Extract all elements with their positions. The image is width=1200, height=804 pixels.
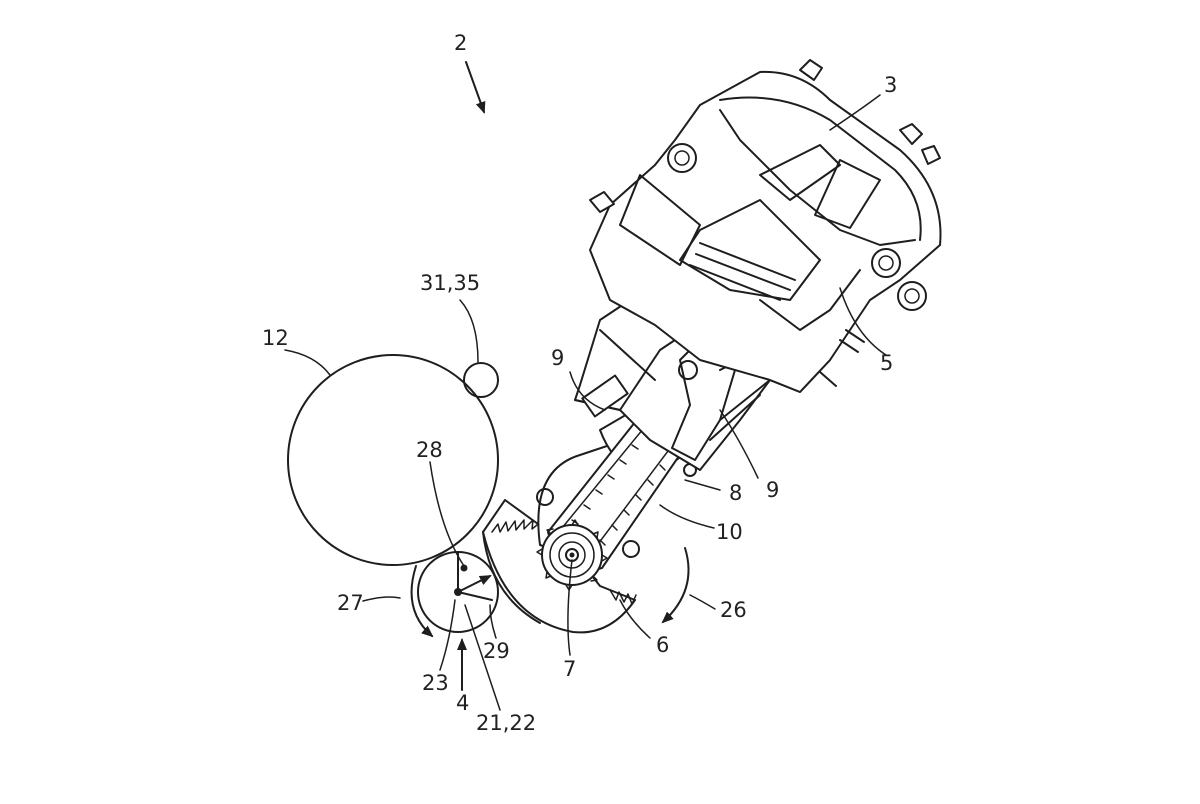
label-8: 8 <box>729 481 742 505</box>
label-27: 27 <box>337 591 364 615</box>
label-7: 7 <box>563 657 576 681</box>
rotation-arrow-26 <box>661 547 690 624</box>
label-29: 29 <box>483 639 510 663</box>
rotation-arrow-27 <box>410 565 434 638</box>
label-9-left: 9 <box>551 346 564 370</box>
reference-labels: 2 3 5 12 31,35 9 9 28 8 10 27 26 29 6 23… <box>262 31 897 735</box>
figure-pointer-arrow <box>465 61 486 114</box>
label-4: 4 <box>456 691 469 715</box>
label-3: 3 <box>884 73 897 97</box>
pinion-gear-7 <box>536 519 608 591</box>
label-2: 2 <box>454 31 467 55</box>
large-circle-12 <box>287 354 499 566</box>
pulley-4 <box>417 551 499 633</box>
label-6: 6 <box>656 633 669 657</box>
label-5: 5 <box>880 351 893 375</box>
label-21-22: 21,22 <box>476 711 536 735</box>
leader-lines <box>284 94 887 711</box>
label-28: 28 <box>416 438 443 462</box>
label-12: 12 <box>262 326 289 350</box>
small-circle-31-35 <box>463 362 499 398</box>
label-31-35: 31,35 <box>420 271 480 295</box>
cylinder-head-3 <box>589 59 942 393</box>
label-26: 26 <box>720 598 747 622</box>
label-23: 23 <box>422 671 449 695</box>
label-9-right: 9 <box>766 478 779 502</box>
label-10: 10 <box>716 520 743 544</box>
cylinder-block <box>574 279 831 471</box>
